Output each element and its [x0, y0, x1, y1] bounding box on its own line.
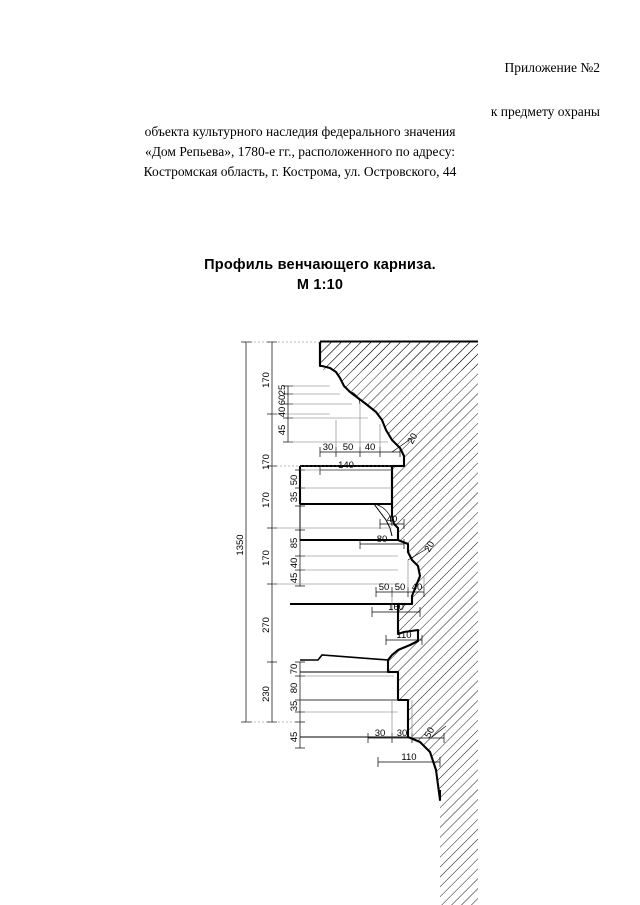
dim-v-top-60: 60 — [277, 395, 288, 406]
dim-v-mid-50: 50 — [289, 475, 300, 486]
extension-lines — [246, 341, 425, 738]
dimension-lines — [241, 341, 445, 767]
slanted-leaders — [391, 437, 447, 738]
header-line-3: «Дом Репьева», 1780-е гг., расположенног… — [144, 144, 456, 159]
drawing-title: Профиль венчающего карниза. — [204, 257, 436, 273]
dim-h-low-total-160: 160 — [388, 602, 404, 613]
header-line-4: Костромская область, г. Кострома, ул. Ос… — [143, 164, 457, 179]
dim-h-mid-40: 40 — [387, 514, 398, 525]
dim-v-mid-35: 35 — [289, 492, 300, 503]
dim-h-low-40: 40 — [412, 582, 423, 593]
document-header: Приложение №2 к предмету охраны объекта … — [0, 58, 600, 182]
dim-h-bot-30a: 30 — [375, 728, 386, 739]
dim-v-main-5: 270 — [261, 617, 272, 633]
radius-arc — [373, 503, 393, 527]
dim-v-top-25: 25 — [277, 385, 288, 396]
radius-arc-top — [351, 391, 361, 405]
dim-h-bot-30b: 30 — [397, 728, 408, 739]
dim-h-top-slant-20: 20 — [405, 431, 420, 446]
dim-h-top-40: 40 — [365, 442, 376, 453]
dim-h-bot-total-110: 110 — [401, 752, 416, 763]
dim-overall-height: 1350 — [235, 534, 246, 555]
dim-h-mid-slant-20: 20 — [422, 539, 437, 554]
dim-v-bot-80: 80 — [289, 683, 300, 694]
dim-v-top-45: 45 — [277, 425, 288, 436]
dim-v-main-4: 170 — [261, 550, 272, 566]
dim-v-main-2: 170 — [261, 454, 272, 470]
dim-v-main-6: 230 — [261, 686, 272, 702]
dim-h-mid-total-80: 80 — [377, 534, 388, 545]
dimension-texts: 1350 170 170 170 170 270 230 25 60 40 45… — [235, 372, 437, 763]
dim-v-mid2-40: 40 — [289, 558, 300, 569]
dim-h-bot-slant-50: 50 — [422, 725, 437, 740]
dim-v-bot-70: 70 — [289, 664, 300, 675]
header-line-1: к предмету охраны — [490, 104, 600, 119]
dim-h-top-total-140: 140 — [338, 460, 354, 471]
dim-v-bot-35: 35 — [289, 701, 300, 712]
drawing-scale: М 1:10 — [296, 277, 344, 293]
dim-h-low-50a: 50 — [379, 582, 390, 593]
dim-v-mid2-85: 85 — [289, 538, 300, 549]
appendix-number: Приложение №2 — [504, 60, 600, 75]
dim-v-bot-45: 45 — [289, 732, 300, 743]
dim-h-low-50b: 50 — [395, 582, 406, 593]
drawing-title-block: Профиль венчающего карниза. М 1:10 — [0, 255, 640, 295]
dim-h-top-50: 50 — [343, 442, 354, 453]
header-line-2: объекта культурного наследия федеральног… — [144, 124, 456, 139]
dim-v-mid2-45: 45 — [289, 573, 300, 584]
dim-h-shelf-110: 110 — [396, 630, 411, 641]
dim-v-top-40: 40 — [277, 407, 288, 418]
dim-v-main-1: 170 — [261, 372, 272, 388]
dim-v-main-3: 170 — [261, 492, 272, 508]
masonry-section — [318, 340, 478, 905]
dim-h-top-30: 30 — [323, 442, 334, 453]
